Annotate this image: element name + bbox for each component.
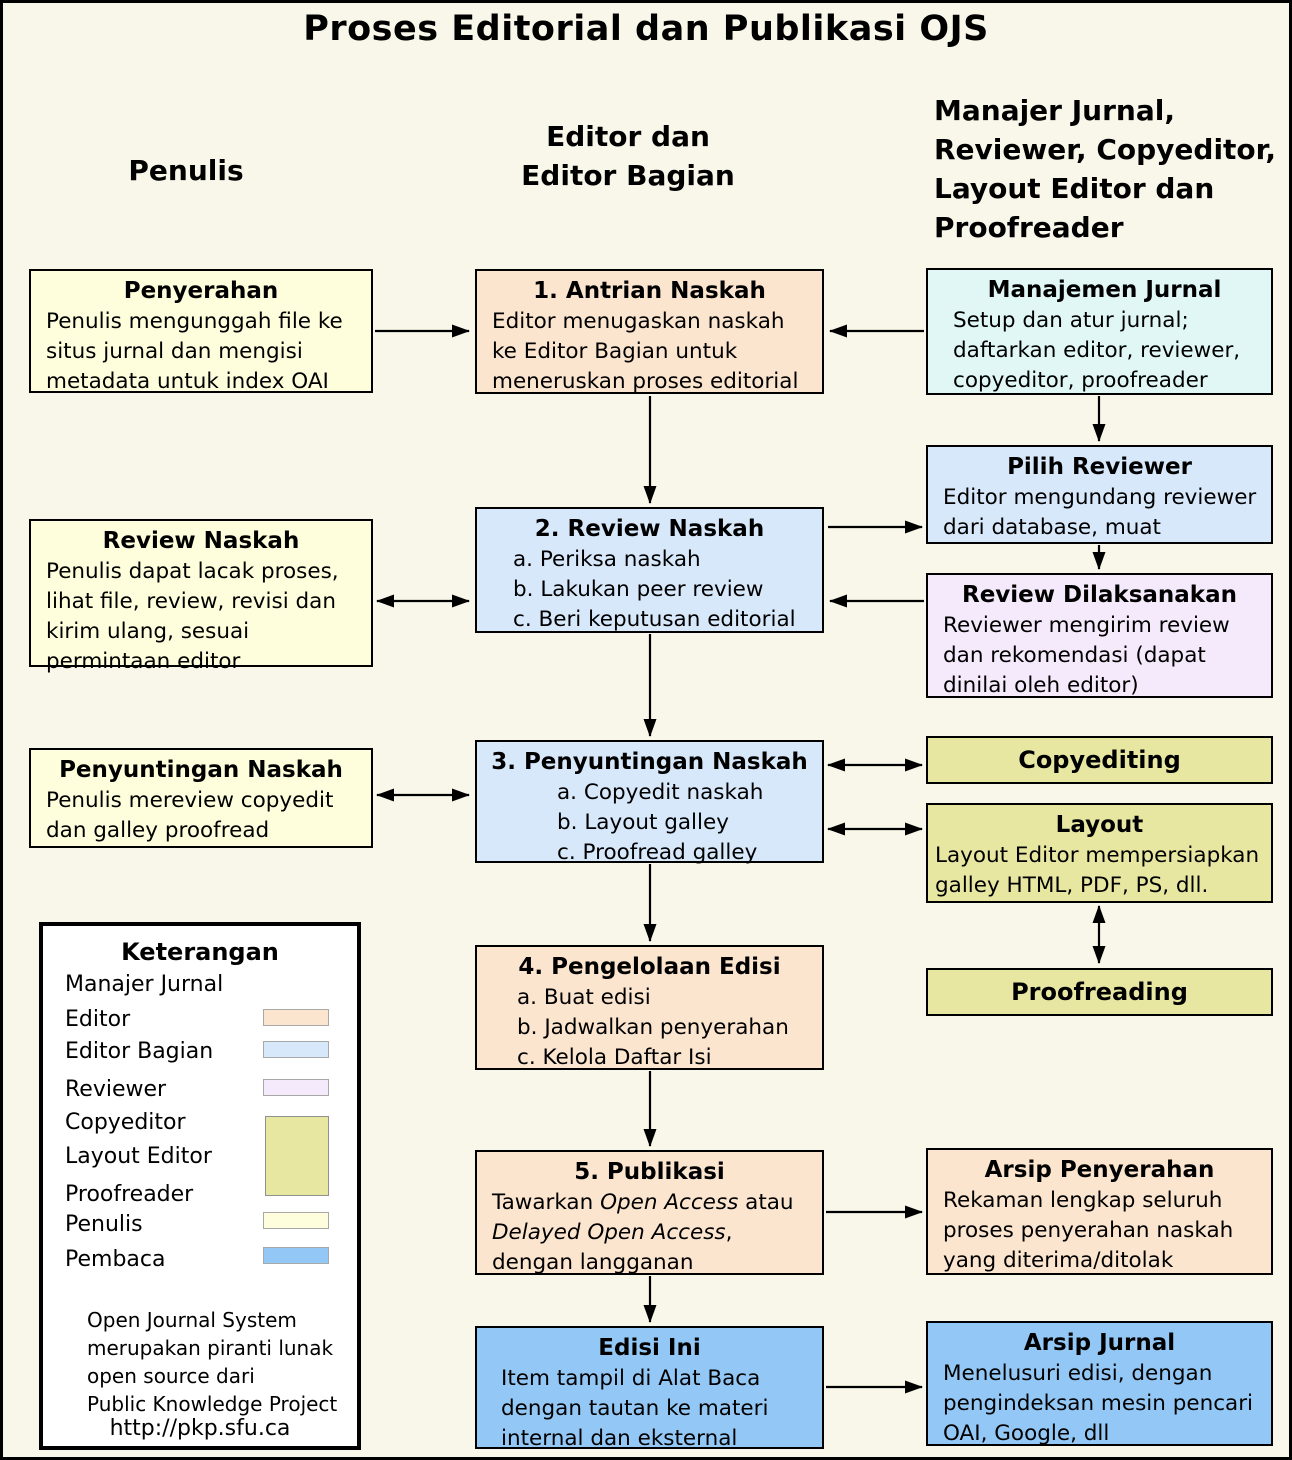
box-title: Review Dilaksanakan <box>961 582 1237 608</box>
body-italic: Delayed Open Access <box>492 1220 726 1245</box>
column-header-manajer: Manajer Jurnal, Reviewer, Copyeditor, La… <box>934 94 1276 244</box>
legend-swatch-penulis <box>263 1212 329 1229</box>
legend-label-penulis: Penulis <box>65 1212 143 1237</box>
box-body: Menelusuri edisi, dengan pengindeksan me… <box>943 1361 1254 1446</box>
box-antrian-naskah: 1. Antrian Naskah Editor menugaskan nask… <box>475 269 824 394</box>
box-penyerahan: Penyerahan Penulis mengunggah file ke si… <box>29 269 373 394</box>
box-item: b. Lakukan peer review <box>513 577 764 602</box>
legend-label-manajer-jurnal: Manajer Jurnal <box>65 972 224 997</box>
legend-footer-line: merupakan piranti lunak <box>87 1336 334 1360</box>
box-item: a. Periksa naskah <box>513 547 701 572</box>
box-body: Item tampil di Alat Baca dengan tautan k… <box>501 1366 769 1451</box>
box-review-dilaksanakan: Review Dilaksanakan Reviewer mengirim re… <box>926 573 1273 698</box>
box-title: Layout <box>1055 812 1144 838</box>
box-proofreading: Proofreading <box>926 968 1273 1016</box>
box-body: Layout Editor mempersiapkan galley HTML,… <box>935 843 1260 898</box>
legend-label-reviewer: Reviewer <box>65 1077 167 1102</box>
legend: Keterangan Manajer Jurnal Editor Editor … <box>39 922 361 1450</box>
box-title: Proofreading <box>1011 977 1188 1006</box>
legend-label-editor-bagian: Editor Bagian <box>65 1039 214 1064</box>
column-header-penulis: Penulis <box>128 154 244 187</box>
legend-label-layout-editor: Layout Editor <box>65 1144 212 1169</box>
legend-swatch-pembaca <box>263 1247 329 1264</box>
box-title: Penyuntingan Naskah <box>59 757 343 783</box>
legend-swatch-editor <box>263 1009 329 1026</box>
legend-footer-line: Open Journal System <box>87 1308 297 1332</box>
box-pengelolaan-edisi: 4. Pengelolaan Edisi a. Buat edisi b. Ja… <box>475 945 824 1070</box>
box-body: Penulis dapat lacak proses, lihat file, … <box>46 559 339 674</box>
legend-swatch-copyeditor-layout-proofreader <box>265 1116 329 1196</box>
box-body: Editor mengundang reviewer dari database… <box>943 485 1257 540</box>
legend-label-pembaca: Pembaca <box>65 1247 166 1272</box>
box-title: 2. Review Naskah <box>534 516 765 542</box>
column-header-editor: Editor dan Editor Bagian <box>521 120 735 192</box>
box-publikasi: 5. Publikasi Tawarkan Open Access atau D… <box>475 1150 824 1275</box>
legend-swatch-reviewer <box>263 1079 329 1096</box>
box-body: Rekaman lengkap seluruh proses penyeraha… <box>943 1188 1234 1273</box>
box-title: Arsip Jurnal <box>1023 1330 1176 1356</box>
body-text: Tawarkan <box>492 1190 601 1215</box>
box-title: 4. Pengelolaan Edisi <box>518 954 781 980</box>
box-title: Arsip Penyerahan <box>984 1157 1215 1183</box>
legend-label-proofreader: Proofreader <box>65 1182 194 1207</box>
legend-footer-line: open source dari <box>87 1364 255 1388</box>
box-item: c. Beri keputusan editorial <box>513 607 796 632</box>
box-layout: Layout Layout Editor mempersiapkan galle… <box>926 803 1273 903</box>
legend-footer-line: Public Knowledge Project <box>87 1392 338 1416</box>
box-title: 3. Penyuntingan Naskah <box>491 749 808 775</box>
box-title: 5. Publikasi <box>574 1159 725 1185</box>
box-review-naskah-penulis: Review Naskah Penulis dapat lacak proses… <box>29 519 373 674</box>
box-title: Edisi Ini <box>598 1335 701 1361</box>
box-title: Copyediting <box>1018 745 1181 774</box>
box-title: Pilih Reviewer <box>1007 454 1192 480</box>
box-body: Reviewer mengirim review dan rekomendasi… <box>943 613 1230 698</box>
legend-label-editor: Editor <box>65 1007 131 1032</box>
legend-footer: Open Journal System merupakan piranti lu… <box>87 1306 337 1418</box>
box-body: Penulis mereview copyedit dan galley pro… <box>46 788 334 843</box>
box-title: 1. Antrian Naskah <box>533 278 766 304</box>
box-penyuntingan-penulis: Penyuntingan Naskah Penulis mereview cop… <box>29 748 373 848</box>
body-text: , dengan langganan <box>492 1220 733 1275</box>
box-manajemen-jurnal: Manajemen Jurnal Setup dan atur jurnal; … <box>926 268 1273 395</box>
body-italic: Open Access <box>600 1190 739 1215</box>
box-arsip-penyerahan: Arsip Penyerahan Rekaman lengkap seluruh… <box>926 1148 1273 1275</box>
box-item: a. Copyedit naskah <box>557 780 764 805</box>
body-text: atau <box>738 1190 794 1215</box>
legend-swatch-editor-bagian <box>263 1041 329 1058</box>
box-body: Editor menugaskan naskah ke Editor Bagia… <box>492 309 799 394</box>
box-item: b. Layout galley <box>557 810 729 835</box>
box-title: Manajemen Jurnal <box>987 277 1222 303</box>
box-body: Tawarkan Open Access atau Delayed Open A… <box>487 1188 812 1278</box>
legend-title: Keterangan <box>121 938 279 966</box>
box-body: Setup dan atur jurnal; daftarkan editor,… <box>953 308 1241 393</box>
box-pilih-reviewer: Pilih Reviewer Editor mengundang reviewe… <box>926 445 1273 544</box>
box-item: a. Buat edisi <box>517 985 651 1010</box>
box-review-naskah: 2. Review Naskah a. Periksa naskah b. La… <box>475 507 824 633</box>
box-edisi-ini: Edisi Ini Item tampil di Alat Baca denga… <box>475 1326 824 1451</box>
box-item: b. Jadwalkan penyerahan <box>517 1015 789 1040</box>
box-body: Penulis mengunggah file ke situs jurnal … <box>46 309 343 394</box>
box-title: Review Naskah <box>102 528 300 554</box>
box-copyediting: Copyediting <box>926 736 1273 784</box>
legend-url: http://pkp.sfu.ca <box>109 1416 291 1441</box>
legend-label-copyeditor: Copyeditor <box>65 1110 186 1135</box>
box-penyuntingan-naskah: 3. Penyuntingan Naskah a. Copyedit naska… <box>475 740 824 865</box>
box-item: c. Proofread galley <box>557 840 758 865</box>
box-item: c. Kelola Daftar Isi <box>517 1045 712 1070</box>
box-title: Penyerahan <box>123 278 279 304</box>
box-arsip-jurnal: Arsip Jurnal Menelusuri edisi, dengan pe… <box>926 1321 1273 1446</box>
page-title: Proses Editorial dan Publikasi OJS <box>303 9 989 49</box>
